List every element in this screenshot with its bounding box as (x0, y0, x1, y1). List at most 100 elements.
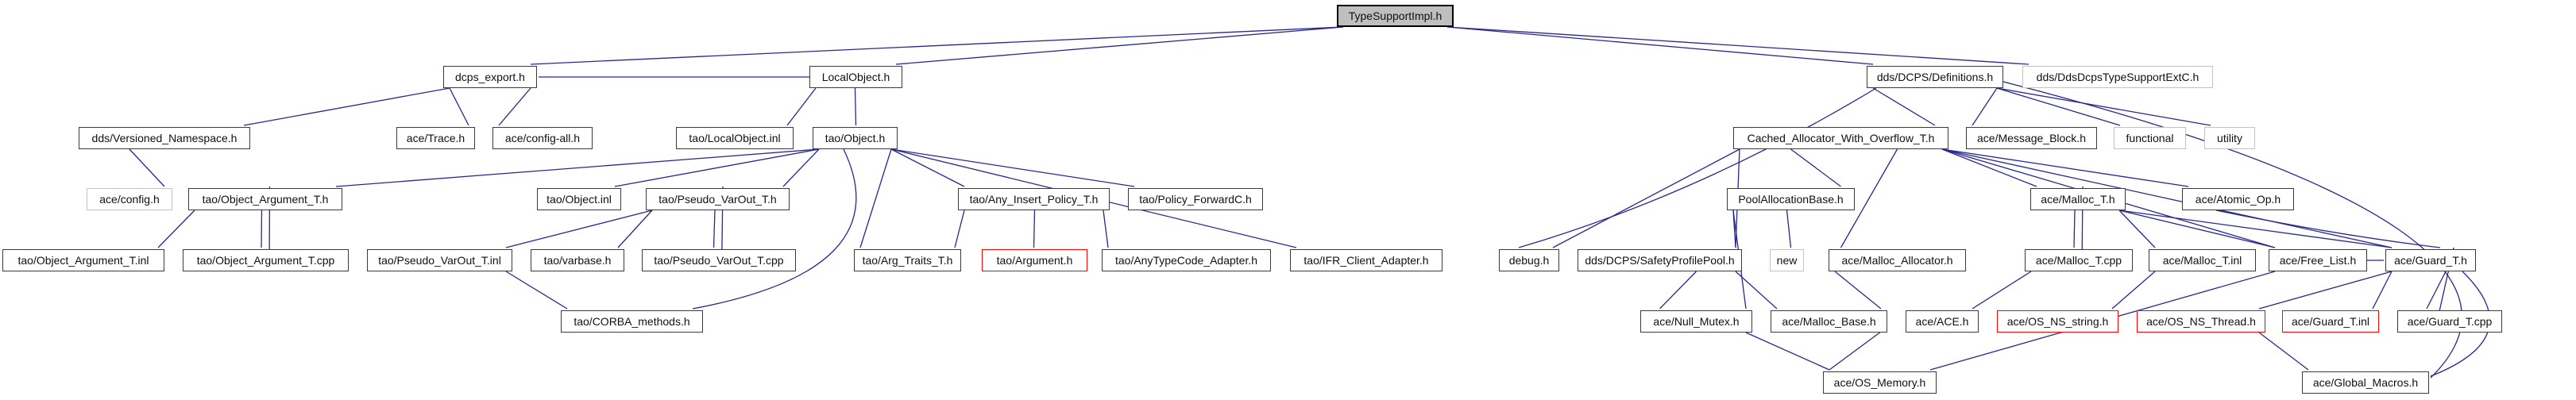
graph-node-osstr[interactable]: ace/OS_NS_string.h (1997, 310, 2118, 333)
graph-node-cfg: ace/config.h (87, 188, 172, 210)
graph-node-trace[interactable]: ace/Trace.h (396, 127, 475, 149)
graph-node-ace[interactable]: ace/ACE.h (1906, 310, 1979, 333)
include-edge (2111, 271, 2156, 310)
include-edge (890, 148, 1135, 187)
include-edge (1996, 87, 2211, 126)
graph-node-varb[interactable]: tao/varbase.h (531, 249, 624, 271)
graph-node-msgblk[interactable]: ace/Message_Block.h (1966, 127, 2097, 149)
include-edge (713, 210, 716, 248)
graph-node-spp[interactable]: dds/DCPS/SafetyProfilePool.h (1578, 249, 1742, 271)
graph-node-func: functional (2114, 127, 2186, 149)
include-edge (2002, 81, 2462, 379)
graph-node-guard[interactable]: ace/Guard_T.h (2385, 249, 2476, 271)
graph-node-polfwd[interactable]: tao/Policy_ForwardC.h (1128, 188, 1263, 210)
include-edge (129, 148, 165, 187)
include-edge (1033, 210, 1036, 248)
graph-node-defs[interactable]: dds/DCPS/Definitions.h (1867, 66, 2003, 88)
include-edge (2258, 332, 2309, 371)
graph-node-freel[interactable]: ace/Free_List.h (2269, 249, 2367, 271)
graph-node-lobjinl[interactable]: tao/LocalObject.inl (676, 127, 794, 149)
graph-node-argt[interactable]: tao/Arg_Traits_T.h (854, 249, 961, 271)
include-edge (2372, 271, 2393, 310)
graph-node-gcpp[interactable]: ace/Guard_T.cpp (2397, 310, 2502, 333)
include-edge (1834, 271, 1882, 310)
graph-node-objinl[interactable]: tao/Object.inl (537, 188, 621, 210)
graph-node-dbg[interactable]: debug.h (1499, 249, 1559, 271)
graph-node-atomic[interactable]: ace/Atomic_Op.h (2182, 188, 2294, 210)
include-edge (1941, 148, 2393, 248)
include-edge (1790, 148, 1841, 187)
include-edge (2258, 271, 2393, 310)
include-edge (1446, 26, 2030, 65)
include-edge (1552, 148, 1740, 248)
graph-node-ifr[interactable]: tao/IFR_Client_Adapter.h (1290, 249, 1442, 271)
graph-node-osmem[interactable]: ace/OS_Memory.h (1823, 371, 1937, 394)
include-edge (530, 26, 1344, 65)
include-edge (1941, 148, 2189, 187)
include-edge (859, 148, 892, 248)
graph-node-gmac[interactable]: ace/Global_Macros.h (2302, 371, 2429, 394)
include-edge (782, 148, 820, 187)
include-edge (895, 26, 1344, 65)
graph-node-lobj[interactable]: LocalObject.h (809, 66, 902, 88)
graph-node-nullm[interactable]: ace/Null_Mutex.h (1640, 310, 1752, 333)
graph-node-corba[interactable]: tao/CORBA_methods.h (561, 310, 703, 333)
include-edge (1972, 271, 2032, 310)
include-edge (1735, 271, 1778, 310)
graph-node-oat[interactable]: tao/Object_Argument_T.h (188, 188, 342, 210)
graph-node-pvocpp[interactable]: tao/Pseudo_VarOut_T.cpp (642, 249, 796, 271)
include-edge (1446, 26, 1874, 65)
graph-node-pvoinl[interactable]: tao/Pseudo_VarOut_T.inl (367, 249, 512, 271)
graph-node-argu[interactable]: tao/Argument.h (982, 249, 1087, 271)
graph-node-mbase[interactable]: ace/Malloc_Base.h (1771, 310, 1887, 333)
include-edge (449, 87, 469, 126)
graph-node-dcps[interactable]: dcps_export.h (443, 66, 537, 88)
graph-root-node[interactable]: TypeSupportImpl.h (1337, 5, 1454, 27)
graph-node-oatcpp[interactable]: tao/Object_Argument_T.cpp (183, 249, 349, 271)
include-edge (505, 210, 653, 248)
include-edge (1518, 87, 1877, 248)
include-edge (1840, 148, 1898, 248)
graph-node-mallt[interactable]: ace/Malloc_T.h (2030, 188, 2126, 210)
graph-node-atca[interactable]: tao/AnyTypeCode_Adapter.h (1102, 249, 1271, 271)
include-edge (261, 210, 263, 248)
include-edge (692, 148, 857, 310)
include-edge (1829, 332, 1880, 371)
graph-node-malltcpp[interactable]: ace/Malloc_T.cpp (2025, 249, 2133, 271)
include-edge (1972, 87, 1998, 126)
graph-node-aip[interactable]: tao/Any_Insert_Policy_T.h (958, 188, 1110, 210)
include-edge (2426, 271, 2447, 310)
include-edge (1103, 210, 1109, 248)
include-edge (1745, 332, 1830, 371)
include-edge (2215, 210, 2441, 248)
include-edge (854, 87, 857, 126)
graph-node-malltinl[interactable]: ace/Malloc_T.inl (2149, 249, 2256, 271)
graph-node-tobj[interactable]: tao/Object.h (813, 127, 898, 149)
include-edge (1941, 148, 2037, 187)
graph-node-pvo[interactable]: tao/Pseudo_VarOut_T.h (646, 188, 790, 210)
include-edge (786, 87, 817, 126)
graph-node-ginl[interactable]: ace/Guard_T.inl (2282, 310, 2379, 333)
include-edge (2118, 210, 2276, 248)
graph-node-osthr[interactable]: ace/OS_NS_Thread.h (2137, 310, 2265, 333)
include-edge (1996, 87, 2121, 126)
include-edge (890, 148, 965, 187)
graph-node-malla[interactable]: ace/Malloc_Allocator.h (1829, 249, 1966, 271)
graph-node-cfgall[interactable]: ace/config-all.h (492, 127, 593, 149)
include-edge (1786, 210, 1792, 248)
include-edge (954, 210, 965, 248)
graph-node-cached[interactable]: Cached_Allocator_With_Overflow_T.h (1733, 127, 1948, 149)
include-edge (1659, 271, 1697, 310)
include-edge (617, 210, 653, 248)
include-edge (335, 148, 820, 187)
graph-node-vns[interactable]: dds/Versioned_Namespace.h (79, 127, 250, 149)
include-edge (157, 210, 195, 248)
graph-node-oatinl[interactable]: tao/Object_Argument_T.inl (2, 249, 164, 271)
graph-node-pool[interactable]: PoolAllocationBase.h (1727, 188, 1855, 210)
include-edge (2118, 210, 2156, 248)
include-edge (498, 87, 531, 126)
graph-node-extc: dds/DdsDcpsTypeSupportExtC.h (2022, 66, 2213, 88)
include-edge (2118, 210, 2393, 248)
graph-node-util: utility (2204, 127, 2255, 149)
